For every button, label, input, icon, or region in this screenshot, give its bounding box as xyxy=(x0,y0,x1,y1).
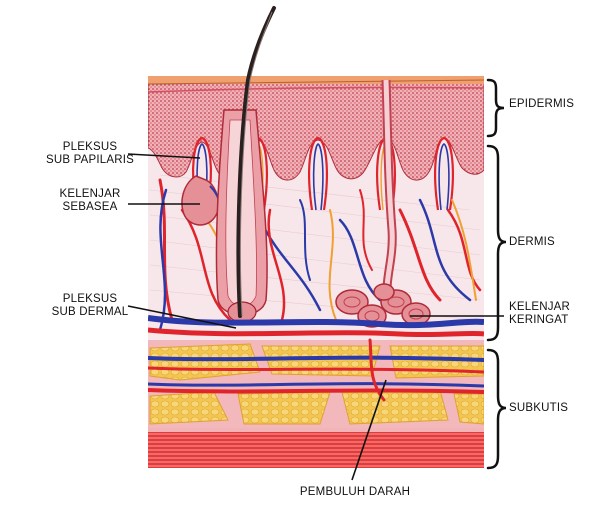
label-kelenjar-keringat-line1: KELENJAR xyxy=(509,301,570,314)
label-kelenjar-keringat: KELENJAR KERINGAT xyxy=(509,301,570,327)
label-kelenjar-sebasea-line2: SEBASEA xyxy=(40,201,140,214)
label-pleksus-sub-dermal: PLEKSUS SUB DERMAL xyxy=(40,293,140,319)
label-kelenjar-sebasea-line1: KELENJAR xyxy=(40,188,140,201)
label-dermis: DERMIS xyxy=(509,236,555,249)
label-pembuluh-darah: PEMBULUH DARAH xyxy=(270,486,440,499)
label-pleksus-sub-dermal-line2: SUB DERMAL xyxy=(40,306,140,319)
brace-subkutis xyxy=(488,350,506,468)
brace-dermis xyxy=(488,146,506,340)
label-kelenjar-sebasea: KELENJAR SEBASEA xyxy=(40,188,140,214)
label-pleksus-sub-papilaris-line1: PLEKSUS xyxy=(40,141,140,154)
fascia-layer xyxy=(148,432,484,468)
label-subkutis: SUBKUTIS xyxy=(509,402,568,415)
label-pleksus-sub-papilaris-line2: SUB PAPILARIS xyxy=(40,154,140,167)
label-epidermis: EPIDERMIS xyxy=(509,98,574,111)
brace-epidermis xyxy=(488,80,504,136)
label-kelenjar-keringat-line2: KERINGAT xyxy=(509,314,570,327)
skin-block xyxy=(148,76,484,468)
label-pleksus-sub-dermal-line1: PLEKSUS xyxy=(40,293,140,306)
label-pleksus-sub-papilaris: PLEKSUS SUB PAPILARIS xyxy=(40,141,140,167)
